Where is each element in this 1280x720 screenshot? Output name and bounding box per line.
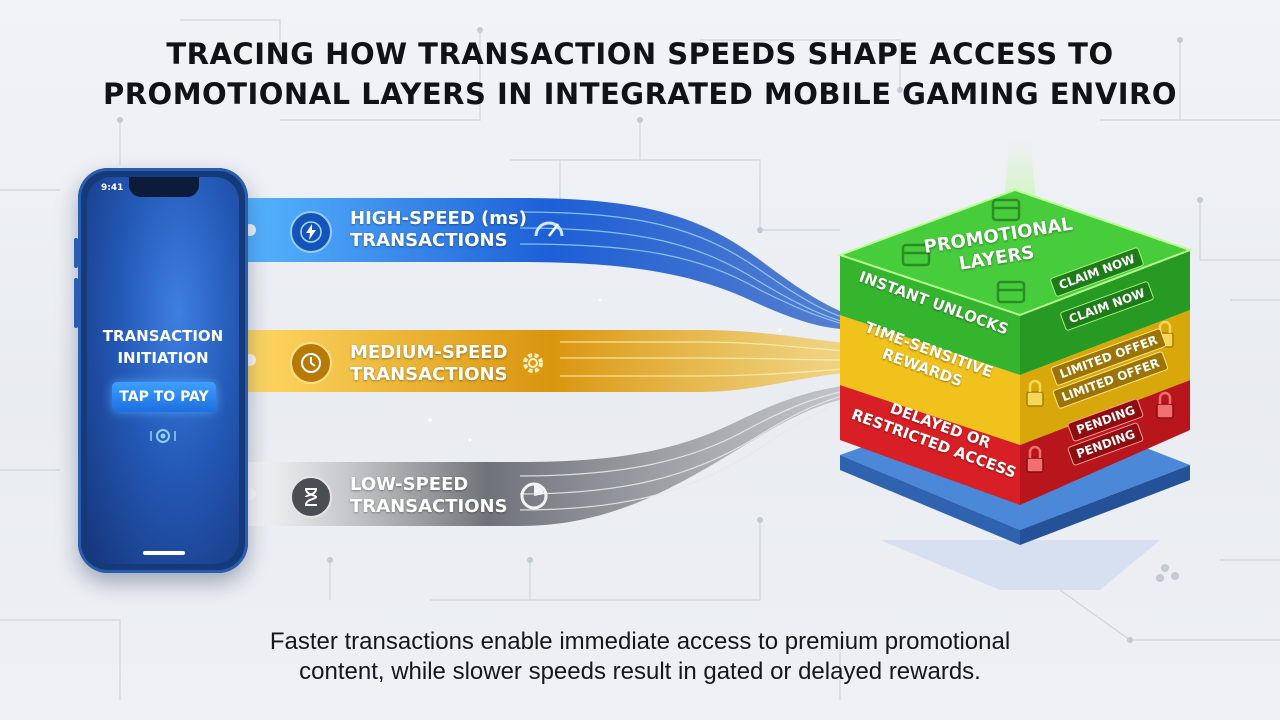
phone-side-button [74,278,78,328]
phone-side-button [74,238,78,268]
home-indicator [143,551,185,555]
low-speed-stream [240,384,860,526]
tap-to-pay-button[interactable]: TAP TO PAY [112,382,216,412]
status-time: 9:41 [101,183,124,193]
phone-notch [129,177,199,197]
hourglass-icon [290,476,332,518]
gear-icon [518,348,552,378]
page-title: TRACING HOW TRANSACTION SPEEDS SHAPE ACC… [40,34,1240,114]
phone: 9:41 TRANSACTION INITIATION TAP TO PAY [74,168,248,573]
transaction-initiation-title: TRANSACTION INITIATION [102,327,224,367]
clock-icon [290,342,332,384]
phone-screen: 9:41 TRANSACTION INITIATION TAP TO PAY [87,177,239,564]
title-line-1: TRACING HOW TRANSACTION SPEEDS SHAPE ACC… [166,37,1114,71]
title-line-2: PROMOTIONAL LAYERS IN INTEGRATED MOBILE … [102,77,1178,111]
caption: Faster transactions enable immediate acc… [269,628,1011,685]
high-speed-stream [240,198,860,330]
lightning-icon [290,211,332,253]
medium-speed-label: MEDIUM-SPEED TRANSACTIONS [350,342,508,385]
red-layer [840,385,1020,505]
timer-icon [518,480,552,510]
speedometer-icon [532,212,566,242]
tap-indicator-icon [150,429,176,443]
high-speed-label: HIGH-SPEED (ms) TRANSACTIONS [350,208,527,251]
low-speed-label: LOW-SPEED TRANSACTIONS [350,474,508,517]
green-layer [840,255,1020,375]
green-layer-top [836,188,1193,317]
yellow-layer [840,315,1020,445]
